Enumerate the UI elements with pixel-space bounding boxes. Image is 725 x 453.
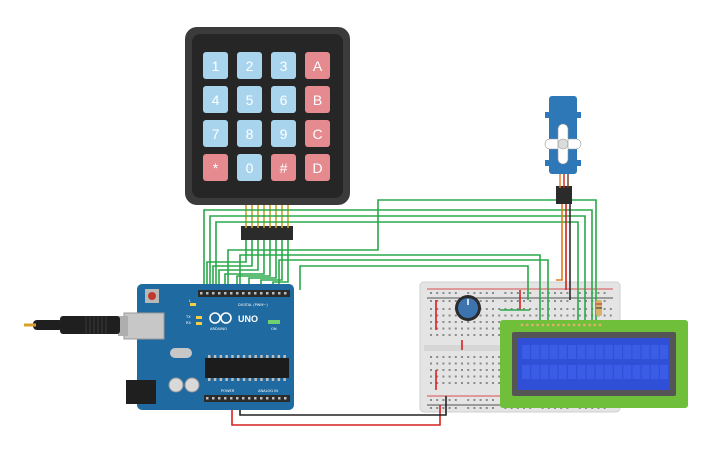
key-0-0[interactable]: 1 xyxy=(203,52,228,79)
wire-lcd-3 xyxy=(215,221,579,320)
keypad-connector xyxy=(241,205,293,240)
key-2-1[interactable]: 8 xyxy=(237,120,262,147)
key-label: 7 xyxy=(212,126,220,142)
wire-keypad-6 xyxy=(248,240,277,290)
resistor xyxy=(596,300,602,316)
key-2-3[interactable]: C xyxy=(305,120,330,147)
key-1-1[interactable]: 5 xyxy=(237,86,262,113)
rx-label: RX xyxy=(186,321,191,325)
lcd-display xyxy=(500,320,688,408)
arduino-logo xyxy=(209,312,232,324)
key-label: D xyxy=(312,160,322,176)
analog-label: ANALOG IN xyxy=(258,389,278,393)
wire-lcd-2 xyxy=(209,215,586,320)
capacitor-1 xyxy=(168,377,184,393)
key-3-0[interactable]: * xyxy=(203,154,228,181)
reset-button[interactable] xyxy=(148,292,156,300)
key-label: 6 xyxy=(280,92,288,108)
atmega-chip xyxy=(205,358,289,378)
key-label: B xyxy=(313,92,322,108)
wire-lcd-1 xyxy=(203,209,593,320)
power-jack xyxy=(126,380,156,404)
key-label: 0 xyxy=(246,160,254,176)
key-0-2[interactable]: 3 xyxy=(271,52,296,79)
crystal xyxy=(170,348,192,358)
key-2-2[interactable]: 9 xyxy=(271,120,296,147)
arduino-model: UNO xyxy=(238,314,258,324)
key-label: A xyxy=(313,58,323,74)
key-3-1[interactable]: 0 xyxy=(237,154,262,181)
key-2-0[interactable]: 7 xyxy=(203,120,228,147)
key-label: * xyxy=(213,160,219,176)
power-analog-header xyxy=(204,395,290,402)
key-label: 1 xyxy=(212,58,220,74)
usb-port xyxy=(123,312,165,340)
arduino-brand: ARDUINO xyxy=(210,327,227,331)
arduino-uno: ARDUINO UNO DIGITAL (PWM~) POWER ANALOG … xyxy=(24,284,294,410)
key-label: 5 xyxy=(246,92,254,108)
l-label: L xyxy=(189,299,191,303)
power-label: POWER xyxy=(221,389,235,393)
potentiometer xyxy=(455,295,481,321)
servo-flange-top xyxy=(545,112,581,118)
key-1-2[interactable]: 6 xyxy=(271,86,296,113)
key-3-3[interactable]: D xyxy=(305,154,330,181)
key-label: 4 xyxy=(212,92,220,108)
keypad: 1 2 3 A 4 5 6 B 7 8 9 C * 0 # D xyxy=(185,27,350,205)
key-label: 3 xyxy=(280,58,288,74)
key-1-3[interactable]: B xyxy=(305,86,330,113)
wire-keypad-2 xyxy=(212,240,253,290)
on-label: ON xyxy=(271,327,277,331)
key-3-2[interactable]: # xyxy=(271,154,296,181)
digital-label: DIGITAL (PWM~) xyxy=(238,303,268,307)
wire-pot xyxy=(299,265,529,300)
wire-lcd-6 xyxy=(278,259,549,320)
wire-keypad-5 xyxy=(236,240,271,290)
key-label: # xyxy=(280,160,288,176)
signal-wires xyxy=(203,199,597,320)
key-0-1[interactable]: 2 xyxy=(237,52,262,79)
keypad-header xyxy=(241,226,293,240)
wire-lcd-4 xyxy=(227,199,597,320)
servo-connector xyxy=(556,186,572,204)
key-label: 2 xyxy=(246,58,254,74)
key-0-3[interactable]: A xyxy=(305,52,330,79)
wire-lcd-5 xyxy=(239,254,541,320)
servo-horn xyxy=(544,123,582,165)
capacitor-2 xyxy=(184,377,200,393)
tx-label: TX xyxy=(185,315,191,319)
key-label: 8 xyxy=(246,126,254,142)
wire-servo-signal xyxy=(556,203,563,281)
key-1-0[interactable]: 4 xyxy=(203,86,228,113)
servo-motor xyxy=(544,96,582,204)
key-label: 9 xyxy=(280,126,288,142)
wire-keypad-1 xyxy=(206,240,247,290)
key-label: C xyxy=(312,126,322,142)
wire-keypad-4 xyxy=(224,240,265,290)
